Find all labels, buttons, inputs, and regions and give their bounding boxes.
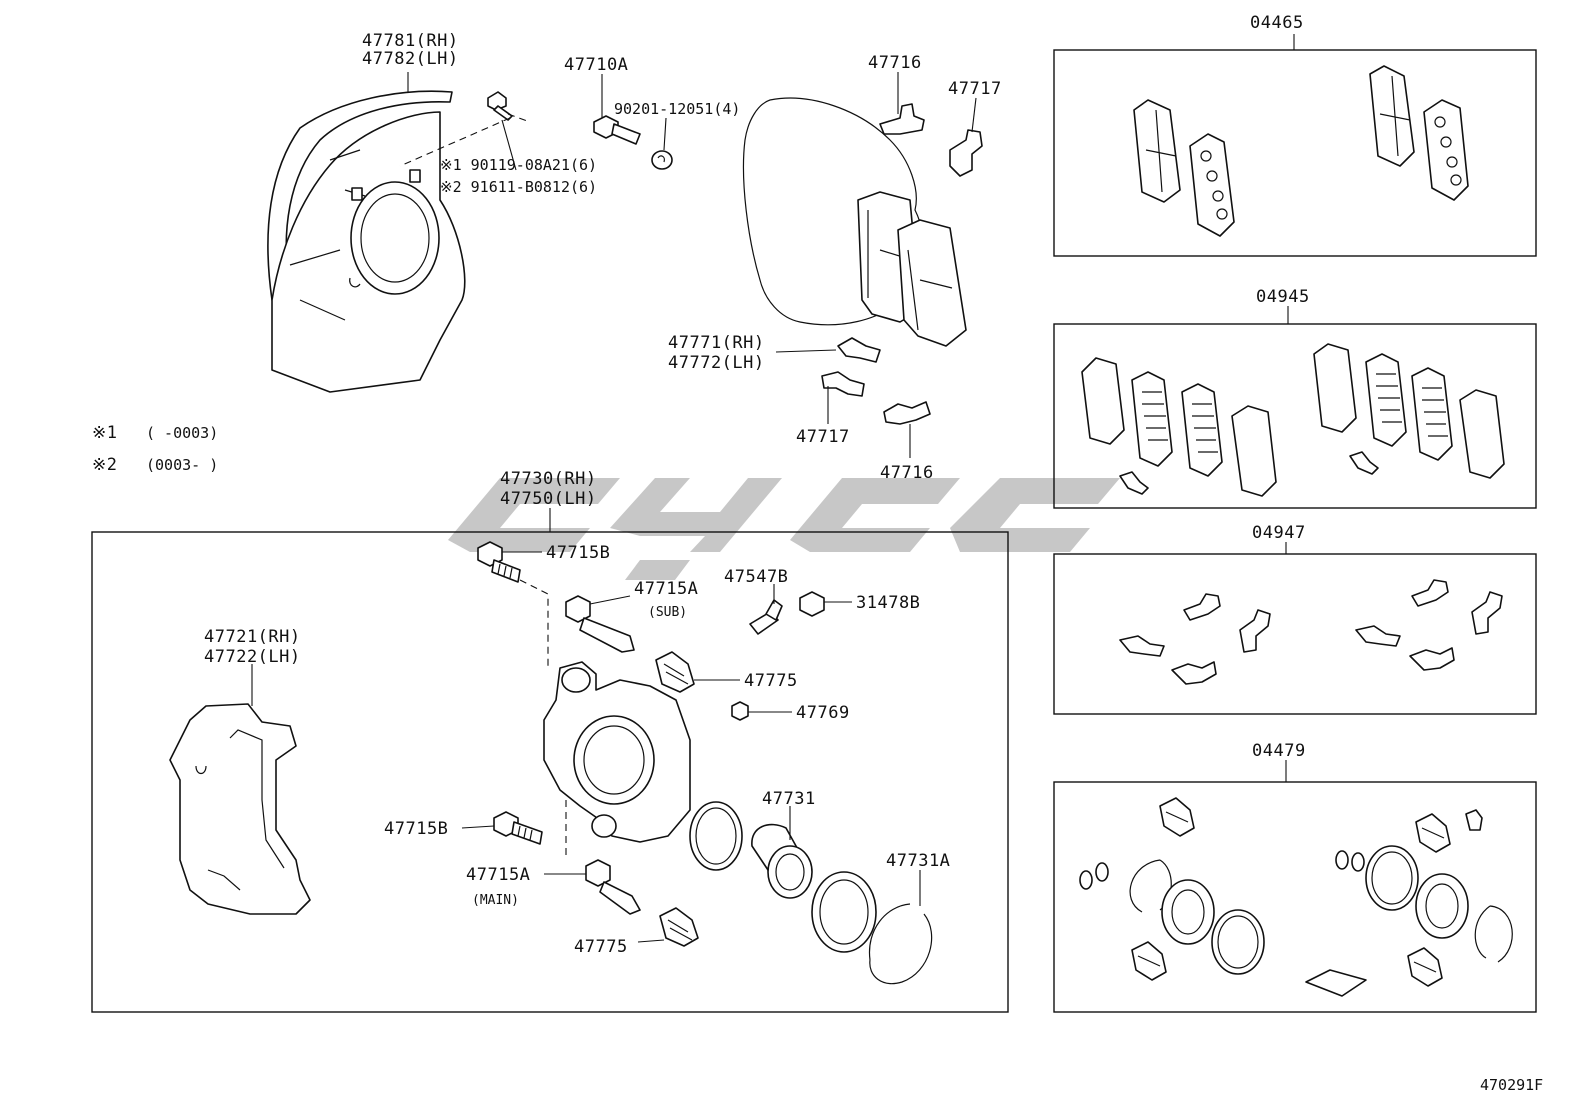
- bleeder-cap: [799, 591, 825, 617]
- kit-shim-box: [1053, 323, 1537, 509]
- kit-clip-parts: [1119, 579, 1503, 685]
- kit-clip-label: 04947: [1252, 523, 1306, 543]
- caliper-rh-label: 47730(RH): [500, 469, 597, 489]
- set-ring: [869, 913, 933, 985]
- kit-pad-label: 04465: [1250, 13, 1304, 33]
- shield-lh-label: 47782(LH): [362, 49, 459, 69]
- caliper-mounting: [169, 703, 311, 915]
- washer-icon: [651, 150, 673, 170]
- bleeder-plug: [749, 599, 783, 635]
- shield-bolt-label-2: ※2 91611-B0812(6): [440, 178, 597, 196]
- boot-top-label: 47775: [744, 671, 798, 691]
- boot-top: [655, 651, 695, 693]
- kit-clip-box: [1053, 553, 1537, 715]
- shim-clip-top-a: [879, 103, 925, 135]
- kit-shim-parts: [1081, 343, 1505, 497]
- kit-shim-label: 04945: [1256, 287, 1310, 307]
- guide-bolt-a-low-label: 47715A: [466, 865, 530, 885]
- clip-mid-rh-label: 47771(RH): [668, 333, 765, 353]
- watermark-logo: [448, 478, 1120, 580]
- note-1-mark: ※1: [92, 423, 117, 443]
- clip-low-a-label: 47717: [796, 427, 850, 447]
- washer-label: 90201-12051(4): [614, 100, 740, 118]
- guide-bolt-a-top-label: 47715A: [634, 579, 698, 599]
- clip-low-b-label: 47716: [880, 463, 934, 483]
- kit-cylinder-label: 04479: [1252, 741, 1306, 761]
- cylinder-boot: [811, 871, 877, 953]
- clip-top-a-label: 47716: [868, 53, 922, 73]
- shield-bolt-label-1: ※1 90119-08A21(6): [440, 156, 597, 174]
- note-2-text: (0003- ): [146, 456, 218, 474]
- nut-label: 47769: [796, 703, 850, 723]
- kit-cylinder-parts: [1079, 797, 1513, 997]
- dust-shield: [267, 90, 466, 393]
- guide-bolt-b-low: [493, 811, 543, 845]
- pad-bolt-label: 47710A: [564, 55, 628, 75]
- note-2-mark: ※2: [92, 455, 117, 475]
- mounting-rh-label: 47721(RH): [204, 627, 301, 647]
- guide-bolt-a-top: [565, 595, 635, 653]
- guide-bolt-b-top-label: 47715B: [546, 543, 610, 563]
- piston: [751, 823, 813, 899]
- brake-pad-outer: [897, 219, 967, 347]
- shim-clip-low-b: [883, 401, 931, 425]
- piston-label: 47731: [762, 789, 816, 809]
- kit-pad-parts: [1133, 65, 1469, 237]
- caliper-body: [543, 661, 691, 843]
- note-1-text: ( -0003): [146, 424, 218, 442]
- cap-label: 31478B: [856, 593, 920, 613]
- kit-cylinder-box: [1053, 781, 1537, 1013]
- shield-bolt: [487, 91, 513, 121]
- nut: [731, 701, 749, 721]
- shield-rh-label: 47781(RH): [362, 31, 459, 51]
- caliper-assembly-box: [91, 531, 1009, 1013]
- guide-bolt-b-low-label: 47715B: [384, 819, 448, 839]
- shim-clip-top-b: [949, 129, 983, 177]
- guide-bolt-a-top-note: (SUB): [648, 605, 687, 620]
- set-ring-label: 47731A: [886, 851, 950, 871]
- clip-top-b-label: 47717: [948, 79, 1002, 99]
- caliper-lh-label: 47750(LH): [500, 489, 597, 509]
- mounting-lh-label: 47722(LH): [204, 647, 301, 667]
- piston-seal-ring: [689, 801, 743, 871]
- boot-low-label: 47775: [574, 937, 628, 957]
- pad-bolt: [593, 115, 641, 145]
- guide-bolt-b-top: [477, 541, 521, 583]
- guide-bolt-a-low: [585, 859, 641, 915]
- caliper-outline: [742, 97, 925, 326]
- bleeder-label: 47547B: [724, 567, 788, 587]
- guide-bolt-a-low-note: (MAIN): [472, 893, 519, 908]
- figure-code: 470291F: [1480, 1076, 1543, 1094]
- boot-low: [659, 907, 699, 947]
- clip-mid-lh-label: 47772(LH): [668, 353, 765, 373]
- kit-pad-box: [1053, 49, 1537, 257]
- shim-clip-mid: [837, 337, 881, 363]
